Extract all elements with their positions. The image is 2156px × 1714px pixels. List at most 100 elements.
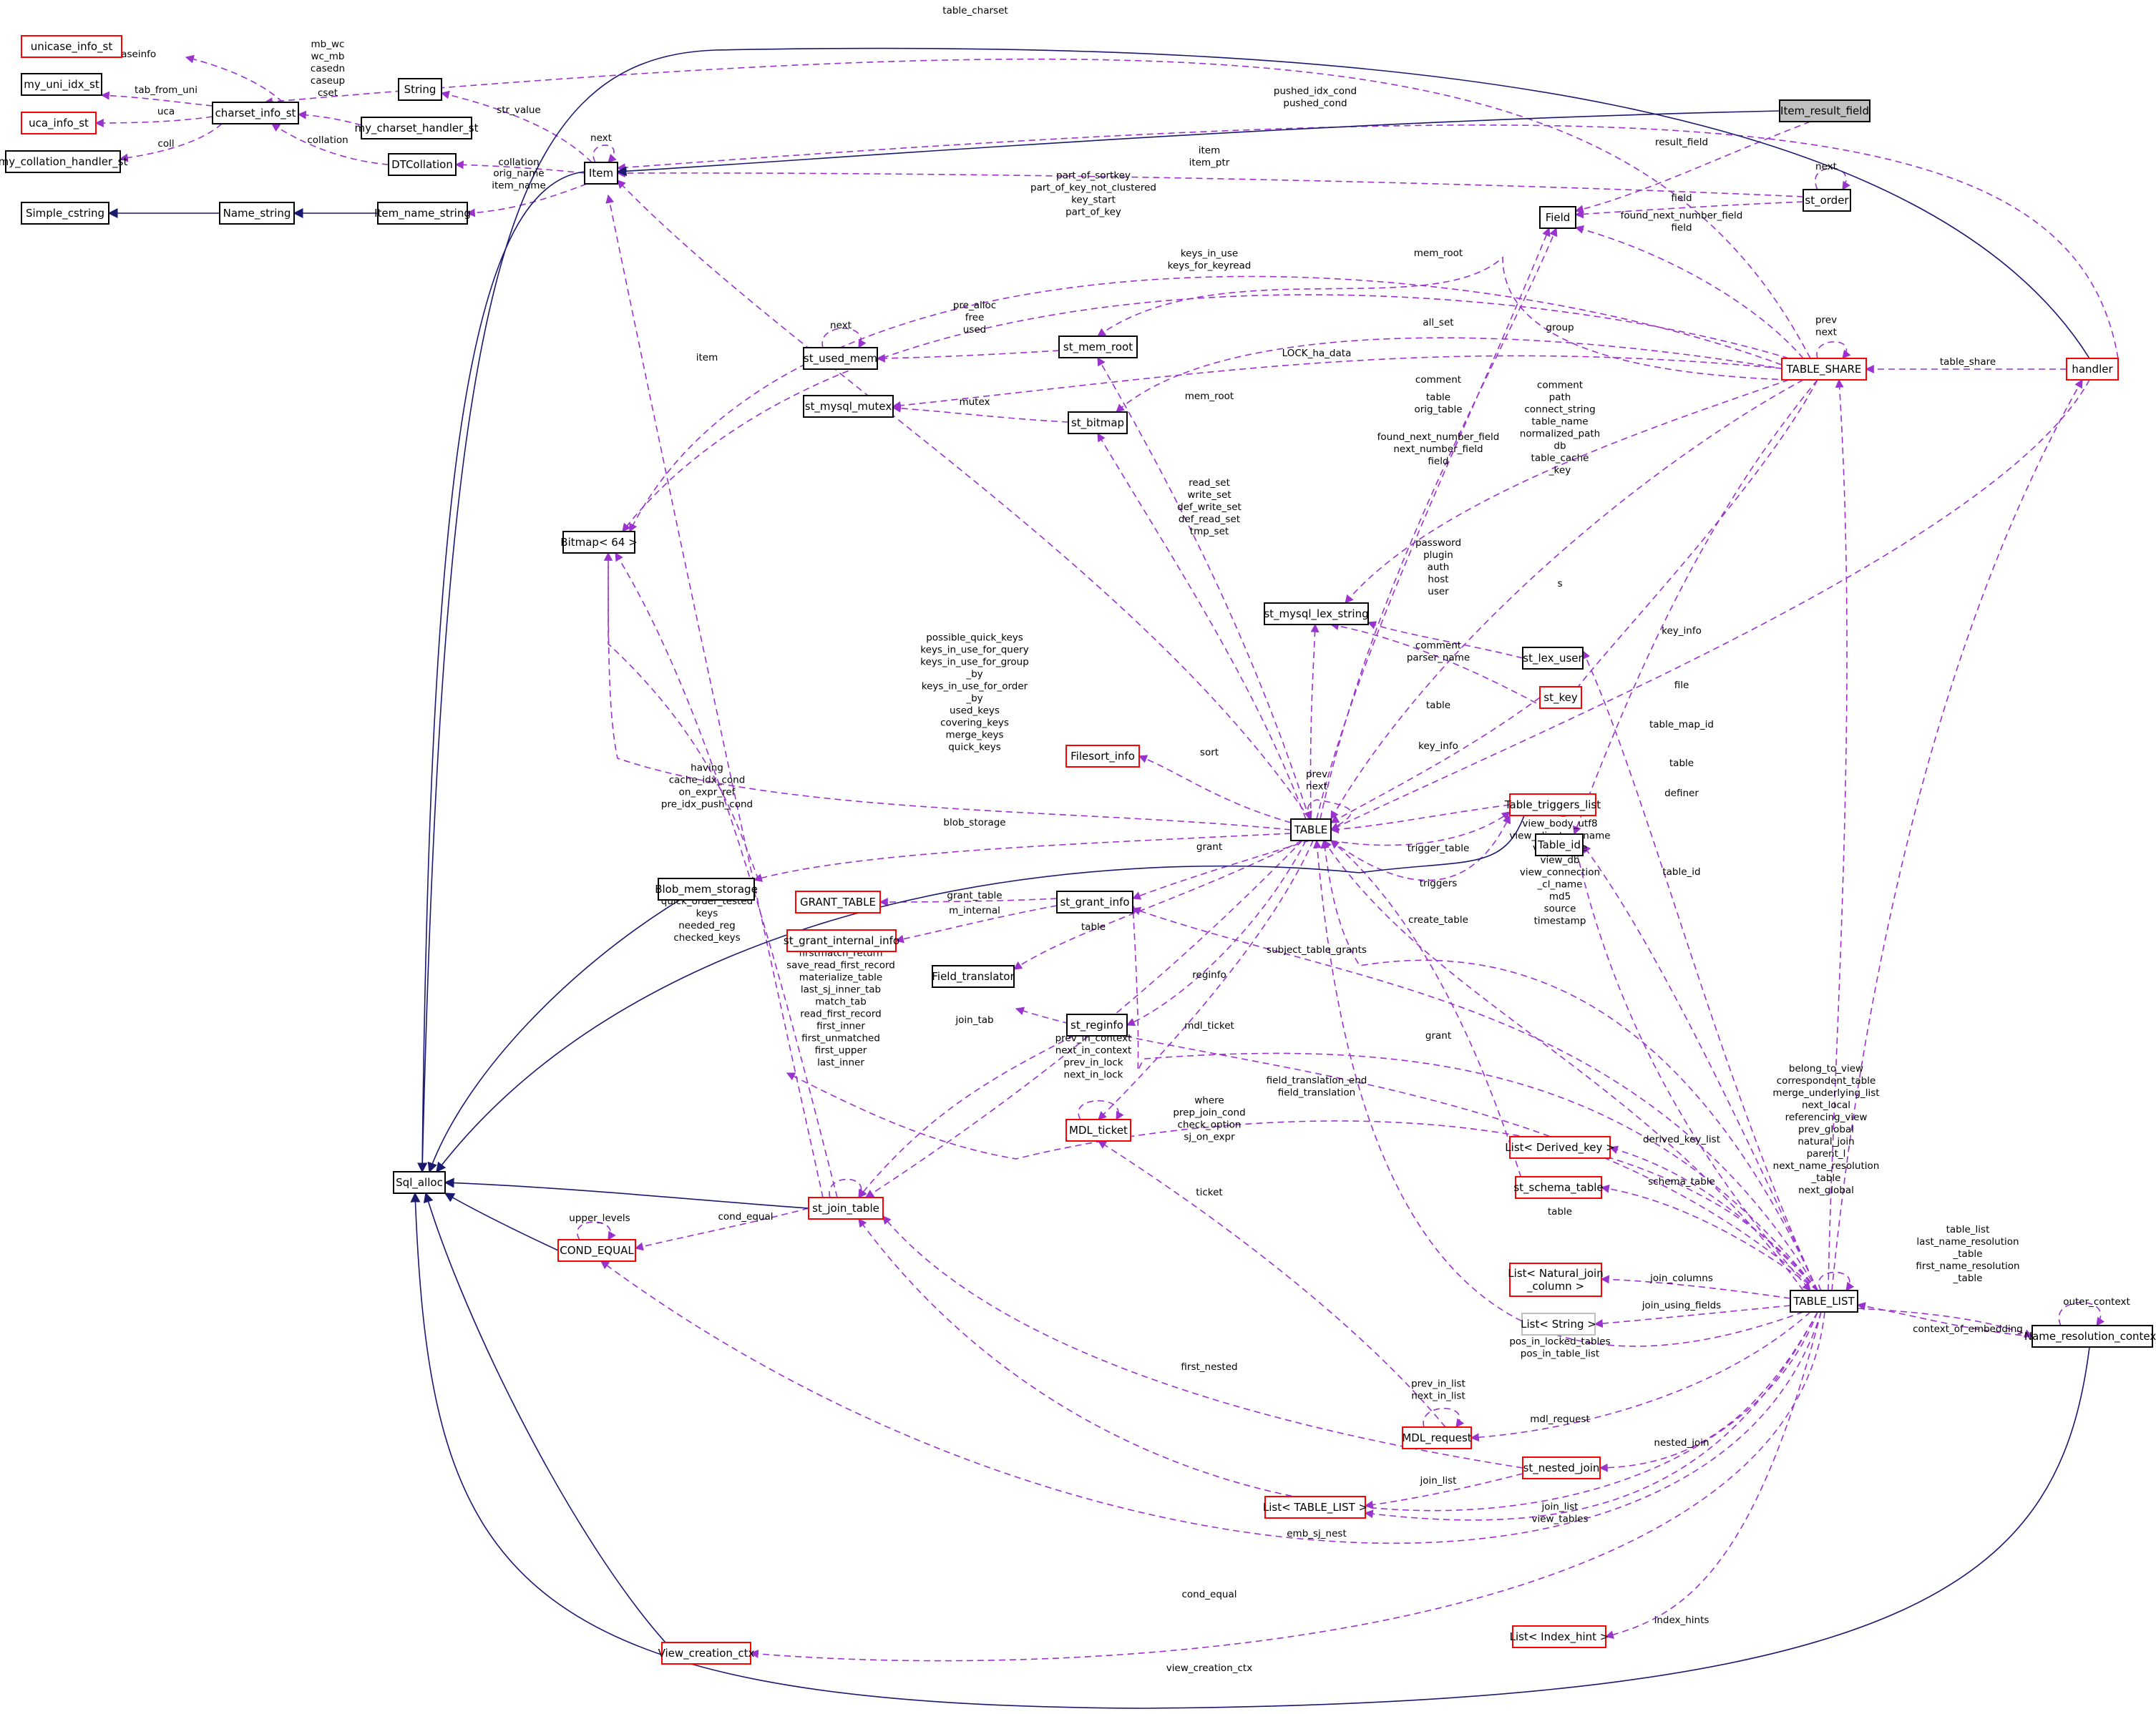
class-node-label[interactable]: st_nested_join <box>1523 1461 1600 1475</box>
class-node-handler[interactable]: handler <box>2066 358 2119 381</box>
class-node-box[interactable] <box>932 965 1015 988</box>
class-node-Field[interactable]: Field <box>1539 206 1576 229</box>
class-node-box[interactable] <box>1402 1426 1472 1449</box>
class-node-label[interactable]: my_uni_idx_st <box>24 78 99 92</box>
class-node-label[interactable]: TABLE_SHARE <box>1786 363 1862 376</box>
class-node-box[interactable] <box>661 1642 751 1665</box>
class-node-box[interactable] <box>786 929 897 952</box>
class-node-label[interactable]: Filesort_info <box>1070 750 1135 763</box>
class-node-DTCollation[interactable]: DTCollation <box>388 153 457 176</box>
class-node-label[interactable]: Simple_cstring <box>26 207 104 220</box>
class-node-label[interactable]: TABLE <box>1294 823 1327 836</box>
class-node-label[interactable]: String <box>404 83 436 96</box>
class-node-COND_EQUAL[interactable]: COND_EQUAL <box>557 1239 636 1262</box>
class-node-uca[interactable]: uca_info_st <box>21 112 97 134</box>
class-node-label[interactable]: st_order <box>1805 194 1849 207</box>
class-node-box[interactable] <box>393 1171 446 1194</box>
class-node-box[interactable] <box>1515 1176 1602 1199</box>
class-node-box[interactable] <box>562 531 635 554</box>
class-node-box[interactable] <box>21 112 97 134</box>
class-node-Item_result_field[interactable]: Item_result_field <box>1779 99 1870 122</box>
class-node-label[interactable]: Sql_alloc <box>396 1176 443 1190</box>
class-node-box[interactable] <box>2066 358 2119 381</box>
class-node-box[interactable] <box>377 202 468 225</box>
class-node-unicase[interactable]: unicase_info_st <box>21 35 122 58</box>
class-node-label[interactable]: MDL_request <box>1402 1431 1471 1445</box>
class-node-my_charset_handler[interactable]: my_charset_handler_st <box>354 117 479 139</box>
class-node-TABLE[interactable]: TABLE <box>1290 818 1332 841</box>
class-node-label[interactable]: st_mysql_mutex <box>805 400 892 413</box>
class-node-box[interactable] <box>1056 891 1133 914</box>
class-node-label[interactable]: charset_info_st <box>215 107 296 120</box>
class-node-label[interactable]: COND_EQUAL <box>560 1244 634 1258</box>
class-node-label[interactable]: st_grant_internal_info <box>784 934 899 948</box>
class-node-List_Natural_join[interactable]: List< Natural_join_column > <box>1508 1263 1604 1297</box>
class-node-label[interactable]: st_lex_user <box>1523 652 1583 665</box>
class-node-box[interactable] <box>1264 602 1369 625</box>
class-node-label[interactable]: st_reginfo <box>1070 1019 1123 1032</box>
class-node-label[interactable]: unicase_info_st <box>31 40 113 54</box>
class-node-box[interactable] <box>1509 1263 1602 1297</box>
class-node-Field_translator[interactable]: Field_translator <box>932 965 1015 988</box>
class-node-box[interactable] <box>1803 189 1851 212</box>
class-node-label[interactable]: handler <box>2072 363 2113 376</box>
class-node-my_coll_handler[interactable]: my_collation_handler_st <box>0 150 127 173</box>
class-node-box[interactable] <box>1521 1313 1596 1336</box>
class-node-st_schema_table[interactable]: st_schema_table <box>1513 1176 1604 1199</box>
class-node-box[interactable] <box>658 878 755 901</box>
class-node-st_grant_info[interactable]: st_grant_info <box>1056 891 1133 914</box>
class-node-st_join_table[interactable]: st_join_table <box>808 1197 884 1220</box>
class-node-st_key[interactable]: st_key <box>1539 686 1582 709</box>
class-node-Name_resolution_context[interactable]: Name_resolution_context <box>2024 1325 2156 1348</box>
class-node-label[interactable]: MDL_ticket <box>1069 1124 1128 1137</box>
class-node-label[interactable]: Table_id <box>1537 838 1581 852</box>
class-node-label[interactable]: st_schema_table <box>1513 1181 1603 1195</box>
class-node-label[interactable]: Blob_mem_storage <box>655 883 758 896</box>
class-node-box[interactable] <box>1066 1014 1128 1037</box>
class-node-box[interactable] <box>1790 1290 1858 1313</box>
class-node-label[interactable]: List< String > <box>1521 1318 1596 1331</box>
class-node-box[interactable] <box>1781 358 1867 381</box>
class-node-label[interactable]: TABLE_LIST <box>1792 1295 1855 1308</box>
class-node-Table_triggers_list[interactable]: Table_triggers_list <box>1504 793 1601 816</box>
class-node-GRANT_TABLE[interactable]: GRANT_TABLE <box>795 891 881 914</box>
class-node-box[interactable] <box>803 395 894 418</box>
class-node-TABLE_LIST[interactable]: TABLE_LIST <box>1790 1290 1858 1313</box>
class-node-String[interactable]: String <box>398 78 442 101</box>
class-node-Filesort_info[interactable]: Filesort_info <box>1065 745 1140 768</box>
class-node-box[interactable] <box>1512 1625 1606 1648</box>
class-node-st_used_mem[interactable]: st_used_mem <box>803 347 878 370</box>
class-node-View_creation_ctx[interactable]: View_creation_ctx <box>658 1642 755 1665</box>
class-node-box[interactable] <box>1264 1496 1366 1519</box>
class-node-label[interactable]: Name_resolution_context <box>2024 1330 2156 1343</box>
class-node-label[interactable]: DTCollation <box>391 158 453 171</box>
class-node-box[interactable] <box>21 35 122 58</box>
class-node-box[interactable] <box>212 102 299 124</box>
class-node-label[interactable]: my_collation_handler_st <box>0 155 127 169</box>
class-node-label[interactable]: List< Index_hint > <box>1510 1630 1609 1644</box>
class-node-Name_string[interactable]: Name_string <box>219 202 295 225</box>
class-node-box[interactable] <box>21 202 109 225</box>
class-node-box[interactable] <box>2031 1325 2153 1348</box>
class-node-Item_name_string[interactable]: Item_name_string <box>374 202 471 225</box>
class-node-Bitmap64[interactable]: Bitmap< 64 > <box>560 531 638 554</box>
class-node-label[interactable]: Bitmap< 64 > <box>560 536 637 549</box>
class-node-box[interactable] <box>1522 1456 1601 1479</box>
class-node-box[interactable] <box>557 1239 636 1262</box>
class-node-charset[interactable]: charset_info_st <box>212 102 299 124</box>
class-node-label[interactable]: uca_info_st <box>29 117 89 130</box>
class-node-st_mem_root[interactable]: st_mem_root <box>1058 336 1138 358</box>
class-node-box[interactable] <box>398 78 442 101</box>
class-node-label[interactable]: Name_string <box>223 207 291 220</box>
class-node-st_bitmap[interactable]: st_bitmap <box>1068 411 1128 434</box>
class-node-label[interactable]: st_mem_root <box>1063 341 1133 354</box>
class-node-label[interactable]: View_creation_ctx <box>658 1647 755 1660</box>
class-node-label[interactable]: List< Natural_join <box>1508 1267 1603 1280</box>
class-node-box[interactable] <box>1535 833 1584 856</box>
class-node-label[interactable]: st_grant_info <box>1060 896 1129 909</box>
class-node-st_order[interactable]: st_order <box>1803 189 1851 212</box>
class-node-List_String[interactable]: List< String > <box>1521 1313 1596 1336</box>
class-node-label[interactable]: Field <box>1546 211 1571 224</box>
class-node-box[interactable] <box>388 153 457 176</box>
class-node-Blob_mem_storage[interactable]: Blob_mem_storage <box>655 878 758 901</box>
